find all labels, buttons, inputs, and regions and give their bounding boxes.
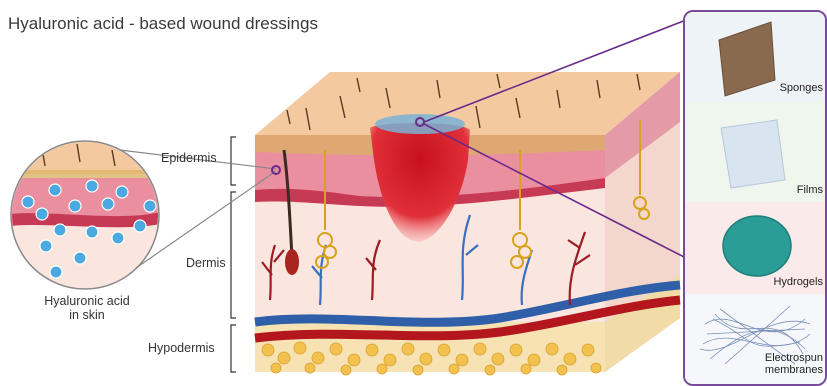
hair-bulb: [285, 249, 299, 275]
dressing-sponges: Sponges: [685, 12, 825, 102]
dressing-hydrogels: Hydrogels: [685, 202, 825, 294]
label-electrospun-line2: membranes: [765, 364, 823, 376]
label-electrospun-line1: Electrospun: [765, 352, 823, 364]
layer-brackets: [231, 137, 236, 372]
label-sponges: Sponges: [780, 82, 823, 94]
label-hydrogels: Hydrogels: [773, 276, 823, 288]
label-dermis: Dermis: [186, 256, 226, 270]
inset-caption-line2: in skin: [42, 308, 132, 322]
label-electrospun: Electrospun membranes: [765, 352, 823, 376]
dressing-electrospun: Electrospun membranes: [685, 294, 825, 386]
inset-caption-line1: Hyaluronic acid: [42, 294, 132, 308]
label-epidermis: Epidermis: [161, 151, 217, 165]
dressings-panel: Sponges Films Hydrogels Electrospun memb…: [683, 10, 827, 386]
inset-caption: Hyaluronic acid in skin: [42, 294, 132, 322]
label-films: Films: [797, 184, 823, 196]
dressing-films: Films: [685, 102, 825, 202]
label-hypodermis: Hypodermis: [148, 341, 215, 355]
